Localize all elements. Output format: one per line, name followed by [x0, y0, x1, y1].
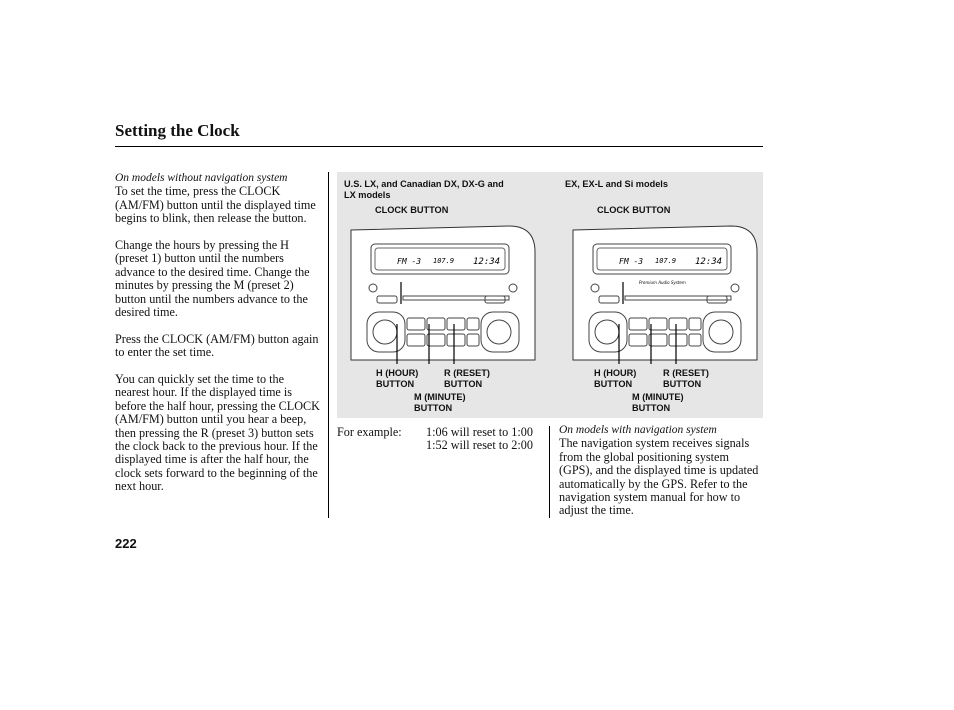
example-line: 1:06 will reset to 1:00 [426, 425, 533, 439]
display-time: 12:34 [695, 257, 722, 267]
left-paragraph: Change the hours by pressing the H (pres… [115, 238, 310, 320]
display-time: 12:34 [473, 257, 500, 267]
display-frequency: FM -3 [397, 257, 421, 266]
example-line: 1:52 will reset to 2:00 [426, 438, 533, 452]
column-divider [549, 426, 550, 518]
display-channel: 107.9 [655, 257, 676, 265]
page-number: 222 [115, 536, 137, 551]
left-caption: On models without navigation system [115, 172, 288, 184]
left-paragraph: You can quickly set the time to the near… [115, 372, 320, 494]
radio-figure-panel: U.S. LX, and Canadian DX, DX-G and LX mo… [337, 172, 763, 418]
page-title: Setting the Clock [115, 121, 240, 140]
left-paragraph: Press the CLOCK (AM/FM) button again to … [115, 331, 319, 360]
title-rule [115, 146, 763, 147]
right-paragraph: The navigation system receives signals f… [559, 436, 759, 518]
h-button-label: H (HOUR) BUTTON [594, 368, 637, 389]
r-button-label: R (RESET) BUTTON [663, 368, 709, 389]
left-model-label: U.S. LX, and Canadian DX, DX-G and LX mo… [344, 179, 504, 200]
r-button-label: R (RESET) BUTTON [444, 368, 490, 389]
radio-illustration-right: FM -3 107.9 12:34 Premium Audio System [572, 225, 758, 364]
column-divider [328, 172, 329, 518]
right-caption: On models with navigation system [559, 424, 717, 436]
h-button-label: H (HOUR) BUTTON [376, 368, 419, 389]
display-channel: 107.9 [433, 257, 454, 265]
display-frequency: FM -3 [619, 257, 643, 266]
m-button-label: M (MINUTE) BUTTON [414, 392, 466, 413]
clock-button-label: CLOCK BUTTON [375, 205, 449, 215]
audio-system-banner: Premium Audio System [639, 280, 686, 285]
m-button-label: M (MINUTE) BUTTON [632, 392, 684, 413]
clock-button-label: CLOCK BUTTON [597, 205, 671, 215]
left-paragraph: To set the time, press the CLOCK (AM/FM)… [115, 184, 316, 226]
left-column: On models without navigation system To s… [115, 172, 320, 507]
right-model-label: EX, EX-L and Si models [565, 179, 668, 189]
example-label: For example: [337, 425, 402, 439]
radio-illustration-left: FM -3 107.9 12:34 [350, 225, 536, 364]
right-column: On models with navigation system The nav… [559, 424, 763, 531]
